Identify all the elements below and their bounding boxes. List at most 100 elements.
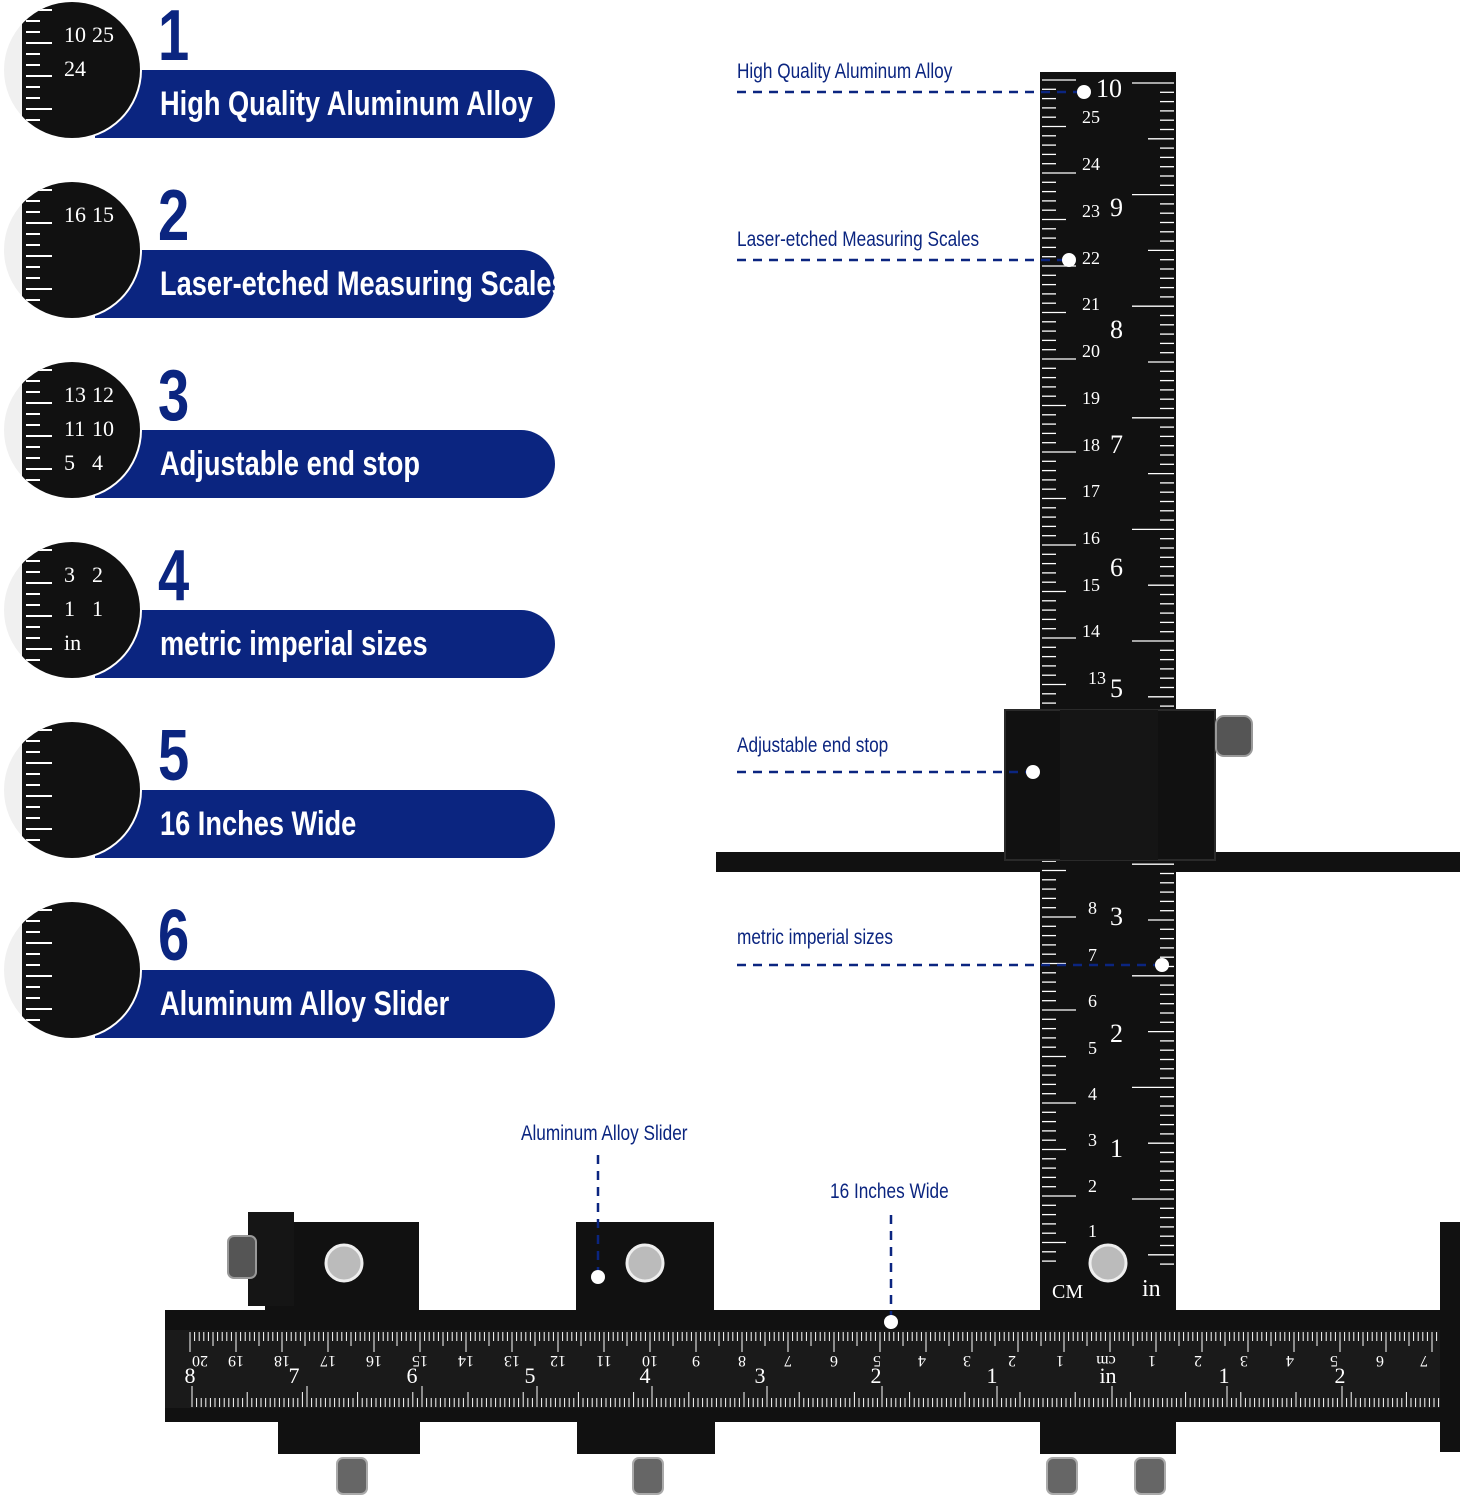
feature-number: 4 (158, 536, 190, 616)
feature-pill (95, 610, 555, 678)
horizontal-cm-label: 6 (830, 1352, 838, 1369)
feature-thumbnail (4, 722, 140, 858)
ruler-detail-icon (22, 902, 140, 1038)
thumbnail-scale-label: 10 (64, 22, 86, 47)
vertical-cm-label: 18 (1082, 435, 1100, 455)
feature-number: 5 (158, 716, 190, 796)
horizontal-cm-label: 4 (1286, 1352, 1294, 1369)
vertical-inch-label: 8 (1110, 315, 1123, 344)
feature-number: 3 (158, 356, 190, 436)
feature-label: Laser-etched Measuring Scales (160, 265, 567, 303)
bottom-knob-1[interactable] (336, 1457, 368, 1495)
horizontal-inch-label: 5 (525, 1363, 536, 1388)
vertical-inch-label: 2 (1110, 1019, 1123, 1048)
feature-number: 6 (158, 896, 190, 976)
vertical-ruler (1040, 72, 1176, 1317)
callout-end-stop: Adjustable end stop (737, 734, 889, 757)
feature-pill (95, 430, 555, 498)
horizontal-cm-label: 2 (1194, 1352, 1202, 1369)
vertical-cm-label: 21 (1082, 294, 1100, 314)
vertical-cm-label: 24 (1082, 154, 1100, 174)
horizontal-cm-label: 7 (1420, 1352, 1428, 1369)
vertical-inch-label: 1 (1110, 1134, 1123, 1163)
vertical-cm-label: 1 (1088, 1221, 1097, 1241)
horizontal-cm-label: 1 (1148, 1352, 1156, 1369)
vertical-ruler-screw (1088, 1243, 1128, 1283)
bottom-knob-3[interactable] (1046, 1457, 1078, 1495)
thumbnail-scale-label: 15 (92, 202, 114, 227)
horizontal-cm-label: 13 (504, 1352, 520, 1369)
bottom-knob-2[interactable] (632, 1457, 664, 1495)
callout-metric-imperial: metric imperial sizes (737, 926, 893, 949)
thumbnail-scale-label: in (64, 630, 81, 655)
horizontal-cm-label: 20 (192, 1352, 208, 1369)
horizontal-cm-label: 18 (274, 1352, 290, 1369)
callout-alloy: High Quality Aluminum Alloy (737, 60, 953, 83)
vertical-cm-label: 7 (1088, 945, 1097, 965)
end-stop-knob[interactable] (1215, 715, 1253, 757)
vertical-inch-label: 5 (1110, 674, 1123, 703)
horizontal-cm-label: 16 (366, 1352, 382, 1369)
callout-dot-scales (1062, 253, 1076, 267)
feature-pill (95, 70, 555, 138)
thumbnail-scale-label: 12 (92, 382, 114, 407)
horizontal-cm-label: 3 (963, 1352, 971, 1369)
horizontal-inch-label: 1 (987, 1363, 998, 1388)
vertical-cm-label: 6 (1088, 991, 1097, 1011)
thumbnail-scale-label: 16 (64, 202, 86, 227)
horizontal-cm-label: 10 (642, 1352, 658, 1369)
horizontal-inch-label: 4 (640, 1363, 651, 1388)
vertical-cm-label: 3 (1088, 1130, 1097, 1150)
middle-bottom-plate (577, 1410, 715, 1454)
horizontal-cm-label: 5 (1330, 1352, 1338, 1369)
thumbnail-scale-label: 13 (64, 382, 86, 407)
thumbnail-scale-label: 2 (92, 562, 103, 587)
horizontal-cm-label: 9 (692, 1352, 700, 1369)
slider-screw (625, 1243, 665, 1283)
vertical-inch-label: 9 (1110, 193, 1123, 222)
horizontal-cm-label: 14 (458, 1352, 474, 1369)
vertical-inch-label: 10 (1096, 74, 1122, 103)
callout-dot-slider (591, 1270, 605, 1284)
thumbnail-scale-label: 3 (64, 562, 75, 587)
vertical-cm-label: 13 (1088, 668, 1106, 688)
callout-width: 16 Inches Wide (830, 1180, 949, 1203)
thumbnail-scale-label: 1 (92, 596, 103, 621)
feature-pill (95, 250, 555, 318)
feature-number: 1 (158, 0, 190, 76)
horizontal-cm-label: 3 (1240, 1352, 1248, 1369)
vertical-cm-label: 15 (1082, 575, 1100, 595)
vertical-cm-label: 19 (1082, 388, 1100, 408)
right-bottom-plate (1040, 1410, 1176, 1454)
feature-thumbnail (4, 902, 140, 1038)
callout-dot-width (884, 1315, 898, 1329)
horizontal-cm-label: 12 (550, 1352, 566, 1369)
vertical-cm-label: 8 (1088, 898, 1097, 918)
bottom-knob-4[interactable] (1134, 1457, 1166, 1495)
vertical-cm-label: 5 (1088, 1038, 1097, 1058)
vertical-cm-label: 16 (1082, 528, 1100, 548)
horizontal-inch-label: 6 (407, 1363, 418, 1388)
ruler-detail-icon (22, 722, 140, 858)
feature-label: Adjustable end stop (160, 445, 420, 483)
horizontal-cm-label: 8 (738, 1352, 746, 1369)
feature-number: 2 (158, 176, 190, 256)
vertical-cm-label: 20 (1082, 341, 1100, 361)
feature-pill (95, 970, 555, 1038)
left-slider-knob[interactable] (227, 1235, 257, 1279)
end-stop-window (1060, 710, 1158, 860)
